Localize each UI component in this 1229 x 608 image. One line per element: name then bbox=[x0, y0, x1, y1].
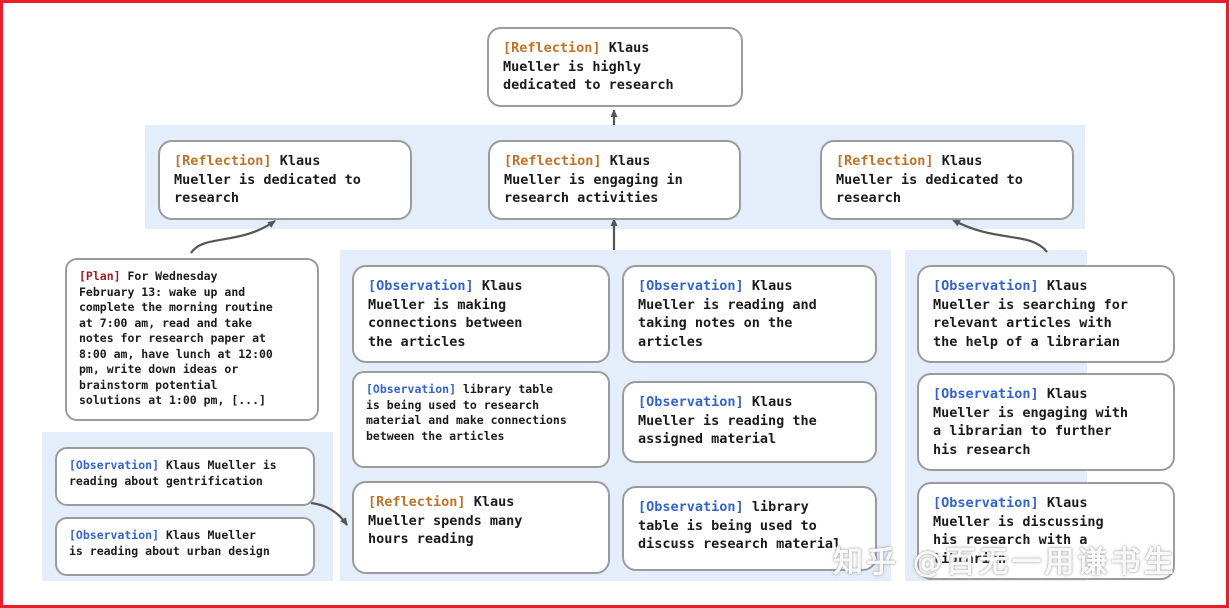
node-text: Klaus Mueller is reading the assigned ma… bbox=[638, 394, 817, 447]
node-text: Klaus Mueller is highly dedicated to res… bbox=[503, 40, 674, 93]
reflection-label: [Reflection] bbox=[174, 153, 272, 169]
node-obs-library-table-research: [Observation] library table is being use… bbox=[352, 371, 610, 468]
observation-label: [Observation] bbox=[69, 458, 160, 472]
observation-label: [Observation] bbox=[933, 495, 1039, 511]
observation-label: [Observation] bbox=[638, 394, 744, 410]
plan-label: [Plan] bbox=[79, 269, 121, 283]
reflection-label: [Reflection] bbox=[836, 153, 934, 169]
node-reflection-right: [Reflection] Klaus Mueller is dedicated … bbox=[820, 140, 1074, 220]
node-text: Klaus Mueller is discussing his research… bbox=[933, 495, 1104, 567]
node-obs-gentrification: [Observation] Klaus Mueller is reading a… bbox=[55, 447, 315, 506]
observation-label: [Observation] bbox=[69, 528, 160, 542]
node-text: Klaus Mueller is reading about urban des… bbox=[69, 528, 270, 558]
node-obs-making-connections: [Observation] Klaus Mueller is making co… bbox=[352, 265, 610, 363]
node-obs-reading-taking-notes: [Observation] Klaus Mueller is reading a… bbox=[622, 265, 877, 363]
observation-label: [Observation] bbox=[933, 278, 1039, 294]
watermark: 知乎 @百无一用谦书生 bbox=[833, 545, 1177, 580]
node-reflection-left: [Reflection] Klaus Mueller is dedicated … bbox=[158, 140, 412, 220]
node-obs-reading-assigned-material: [Observation] Klaus Mueller is reading t… bbox=[622, 381, 877, 463]
node-obs-searching-articles: [Observation] Klaus Mueller is searching… bbox=[917, 265, 1175, 363]
observation-label: [Observation] bbox=[368, 278, 474, 294]
node-text: For Wednesday February 13: wake up and c… bbox=[79, 269, 273, 407]
observation-label: [Observation] bbox=[638, 499, 744, 515]
node-obs-urban-design: [Observation] Klaus Mueller is reading a… bbox=[55, 517, 315, 576]
node-text: Klaus Mueller is making connections betw… bbox=[368, 278, 523, 350]
observation-label: [Observation] bbox=[638, 278, 744, 294]
node-reflection-center: [Reflection] Klaus Mueller is engaging i… bbox=[488, 140, 741, 220]
node-text: Klaus Mueller is dedicated to research bbox=[836, 153, 1023, 206]
node-text: Klaus Mueller is engaging in research ac… bbox=[504, 153, 683, 206]
observation-label: [Observation] bbox=[933, 386, 1039, 402]
node-text: Klaus Mueller is reading and taking note… bbox=[638, 278, 817, 350]
node-text: Klaus Mueller is dedicated to research bbox=[174, 153, 361, 206]
node-obs-library-table-discuss: [Observation] library table is being use… bbox=[622, 486, 877, 571]
reflection-label: [Reflection] bbox=[368, 494, 466, 510]
node-text: library table is being used to research … bbox=[366, 382, 567, 443]
node-text: Klaus Mueller is reading about gentrific… bbox=[69, 458, 277, 488]
node-obs-engaging-librarian: [Observation] Klaus Mueller is engaging … bbox=[917, 373, 1175, 471]
node-reflection-spends-hours-reading: [Reflection] Klaus Mueller spends many h… bbox=[352, 481, 610, 574]
node-text: Klaus Mueller spends many hours reading bbox=[368, 494, 523, 547]
node-plan: [Plan] For Wednesday February 13: wake u… bbox=[65, 258, 319, 421]
node-obs-discussing-librarian: [Observation] Klaus Mueller is discussin… bbox=[917, 482, 1175, 580]
observation-label: [Observation] bbox=[366, 382, 457, 396]
node-text: Klaus Mueller is engaging with a librari… bbox=[933, 386, 1129, 458]
reflection-label: [Reflection] bbox=[503, 40, 601, 56]
node-text: Klaus Mueller is searching for relevant … bbox=[933, 278, 1129, 350]
node-top-reflection: [Reflection] Klaus Mueller is highly ded… bbox=[487, 27, 743, 107]
reflection-label: [Reflection] bbox=[504, 153, 602, 169]
node-text: library table is being used to discuss r… bbox=[638, 499, 842, 552]
